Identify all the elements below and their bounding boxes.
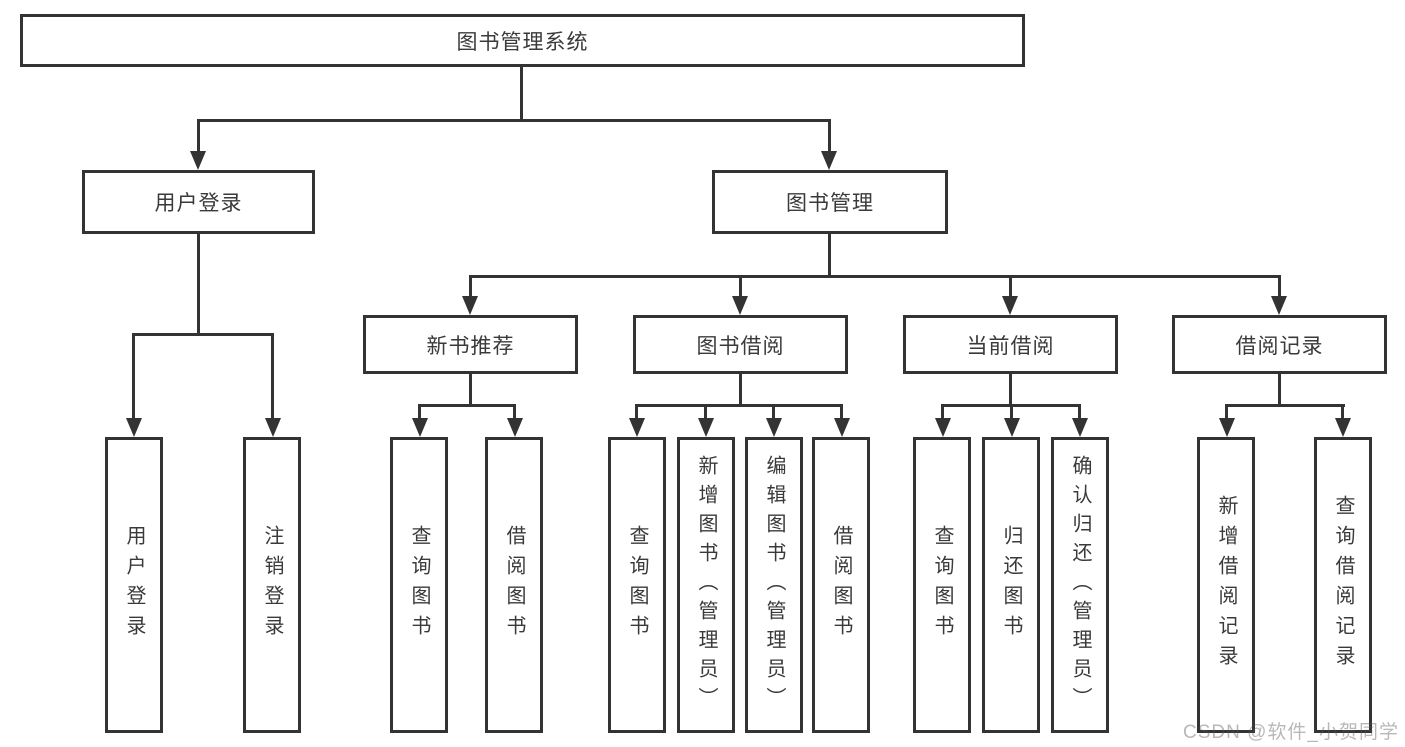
arrow-l3-icon <box>732 296 748 315</box>
node-current-borrow-label: 当前借阅 <box>966 334 1055 358</box>
connector-leaf-shaft <box>132 333 135 420</box>
arrow-leaf-icon <box>698 418 714 437</box>
connector-l3-shaft <box>1009 275 1012 299</box>
leaf-return-book-label: 归还图书 <box>1000 525 1022 645</box>
connector-l3-shaft <box>739 275 742 299</box>
connector-level2-bar <box>469 275 1281 278</box>
leaf-current-query-books: 查询图书 <box>913 437 971 733</box>
watermark: CSDN @软件_小贺同学 <box>1183 722 1399 743</box>
node-user-login: 用户登录 <box>82 170 315 234</box>
connector-leaf-shaft <box>772 404 775 420</box>
connector-book-mgmt-stub <box>828 234 831 278</box>
connector-l3-shaft <box>469 275 472 299</box>
connector-user-login-shaft <box>197 119 200 154</box>
arrow-leaf-icon <box>265 418 281 437</box>
connector-stub <box>1278 374 1281 407</box>
arrow-user-login-icon <box>190 151 206 170</box>
connector-leaf-shaft <box>1078 404 1081 420</box>
leaf-recommend-query-books: 查询图书 <box>390 437 448 733</box>
connector-leaf-shaft <box>635 404 638 420</box>
arrow-leaf-icon <box>507 418 523 437</box>
leaf-recommend-borrow-books: 借阅图书 <box>485 437 543 733</box>
arrow-l3-icon <box>462 296 478 315</box>
connector-user-bar <box>132 333 274 336</box>
connector-bar <box>1225 404 1345 407</box>
node-new-book-recommend: 新书推荐 <box>363 315 578 374</box>
leaf-logout: 注销登录 <box>243 437 301 733</box>
connector-leaf-shaft <box>1225 404 1228 420</box>
node-root-label: 图书管理系统 <box>456 30 589 54</box>
node-book-management-label: 图书管理 <box>786 192 874 215</box>
leaf-borrow-books-label: 借阅图书 <box>830 525 852 645</box>
leaf-add-borrow-record: 新增借阅记录 <box>1197 437 1255 733</box>
connector-book-mgmt-shaft <box>828 119 831 154</box>
leaf-query-borrow-record-label: 查询借阅记录 <box>1332 495 1354 675</box>
connector-leaf-shaft <box>1341 404 1344 420</box>
leaf-borrow-query-books: 查询图书 <box>608 437 666 733</box>
leaf-query-borrow-record: 查询借阅记录 <box>1314 437 1372 733</box>
arrow-leaf-icon <box>1072 418 1088 437</box>
arrow-leaf-icon <box>935 418 951 437</box>
arrow-book-mgmt-icon <box>821 151 837 170</box>
connector-stub <box>1009 374 1012 407</box>
arrow-leaf-icon <box>1004 418 1020 437</box>
connector-bar <box>418 404 516 407</box>
leaf-add-borrow-record-label: 新增借阅记录 <box>1215 495 1237 675</box>
connector-leaf-shaft <box>513 404 516 420</box>
node-root: 图书管理系统 <box>20 14 1025 67</box>
connector-stub <box>469 374 472 407</box>
connector-root-stub <box>520 67 523 121</box>
arrow-leaf-icon <box>766 418 782 437</box>
leaf-recommend-query-books-label: 查询图书 <box>408 525 430 645</box>
arrow-leaf-icon <box>1335 418 1351 437</box>
arrow-leaf-icon <box>629 418 645 437</box>
connector-leaf-shaft <box>418 404 421 420</box>
node-borrow-records: 借阅记录 <box>1172 315 1387 374</box>
leaf-user-login-label: 用户登录 <box>123 525 145 645</box>
connector-leaf-shaft <box>941 404 944 420</box>
node-book-management: 图书管理 <box>712 170 948 234</box>
node-current-borrow: 当前借阅 <box>903 315 1118 374</box>
connector-stub <box>739 374 742 407</box>
arrow-leaf-icon <box>834 418 850 437</box>
connector-user-stub <box>197 234 200 335</box>
arrow-l3-icon <box>1002 296 1018 315</box>
leaf-confirm-return-admin: 确认归还（管理员） <box>1051 437 1109 733</box>
connector-leaf-shaft <box>271 333 274 420</box>
leaf-borrow-books: 借阅图书 <box>812 437 870 733</box>
connector-leaf-shaft <box>704 404 707 420</box>
leaf-edit-book-admin: 编辑图书（管理员） <box>745 437 803 733</box>
node-book-borrow: 图书借阅 <box>633 315 848 374</box>
leaf-current-query-books-label: 查询图书 <box>931 525 953 645</box>
connector-bar <box>635 404 843 407</box>
node-user-login-label: 用户登录 <box>154 192 243 215</box>
leaf-edit-book-admin-label: 编辑图书（管理员） <box>763 454 785 716</box>
arrow-leaf-icon <box>412 418 428 437</box>
arrow-leaf-icon <box>126 418 142 437</box>
leaf-logout-label: 注销登录 <box>261 525 283 645</box>
arrow-l3-icon <box>1271 296 1287 315</box>
leaf-borrow-query-books-label: 查询图书 <box>626 525 648 645</box>
node-new-book-recommend-label: 新书推荐 <box>426 334 515 358</box>
leaf-add-book-admin-label: 新增图书（管理员） <box>695 454 717 716</box>
leaf-return-book: 归还图书 <box>982 437 1040 733</box>
connector-l3-shaft <box>1278 275 1281 299</box>
node-book-borrow-label: 图书借阅 <box>696 334 785 358</box>
leaf-user-login: 用户登录 <box>105 437 163 733</box>
leaf-add-book-admin: 新增图书（管理员） <box>677 437 735 733</box>
arrow-leaf-icon <box>1219 418 1235 437</box>
connector-leaf-shaft <box>1010 404 1013 420</box>
connector-level1-bar <box>197 119 831 122</box>
node-borrow-records-label: 借阅记录 <box>1235 334 1324 358</box>
leaf-confirm-return-admin-label: 确认归还（管理员） <box>1069 454 1091 716</box>
connector-leaf-shaft <box>840 404 843 420</box>
leaf-recommend-borrow-books-label: 借阅图书 <box>503 525 525 645</box>
